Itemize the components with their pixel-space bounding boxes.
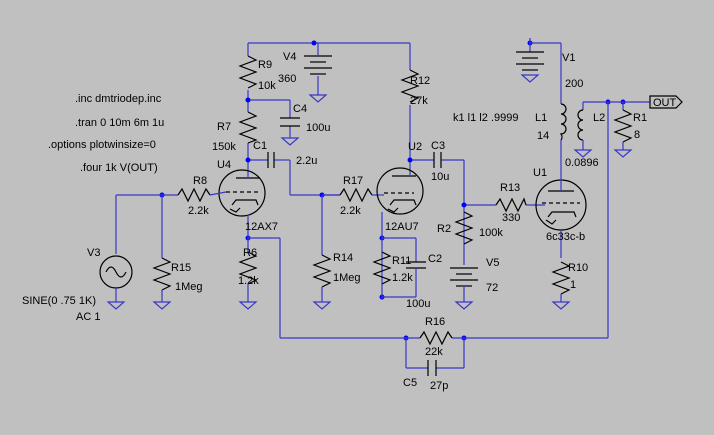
C5-capacitor[interactable]: C5 27p bbox=[403, 360, 448, 392]
C4-ref: C4 bbox=[293, 103, 307, 115]
R2-ref: R2 bbox=[437, 223, 451, 235]
R15-resistor[interactable]: R15 1Meg bbox=[152, 195, 203, 310]
R6-value: 1.2k bbox=[238, 275, 259, 287]
directive-four[interactable]: .four 1k V(OUT) bbox=[80, 162, 158, 174]
R8-value: 2.2k bbox=[188, 205, 209, 217]
R14-ref: R14 bbox=[333, 252, 353, 264]
V4-value: 360 bbox=[278, 73, 296, 85]
L2-ref: L2 bbox=[593, 112, 605, 124]
C5-value: 27p bbox=[430, 380, 448, 392]
V1-ref: V1 bbox=[562, 52, 575, 64]
R10-resistor[interactable]: R10 1 bbox=[551, 261, 588, 310]
C1-capacitor[interactable]: C1 2.2u bbox=[253, 140, 317, 168]
R10-value: 1 bbox=[570, 279, 576, 291]
R12-ref: R12 bbox=[410, 75, 430, 87]
R12-value: 27k bbox=[410, 95, 428, 107]
out-label: OUT bbox=[653, 97, 677, 109]
U4-ref: U4 bbox=[217, 159, 231, 171]
R6-resistor[interactable]: R6 1.2k bbox=[238, 247, 259, 310]
U2-triode[interactable]: U2 12AU7 bbox=[376, 141, 424, 300]
R13-ref: R13 bbox=[500, 182, 520, 194]
R1-resistor[interactable]: R1 8 bbox=[613, 102, 647, 158]
R15-value: 1Meg bbox=[175, 281, 203, 293]
C2-capacitor[interactable]: C2 100u bbox=[382, 253, 442, 310]
R9-value: 10k bbox=[258, 80, 276, 92]
L2-inductor[interactable]: L2 0.0896 bbox=[565, 101, 650, 338]
C1-value: 2.2u bbox=[296, 155, 317, 167]
feedback-wires bbox=[248, 237, 608, 369]
R7-resistor[interactable]: R7 150k bbox=[212, 111, 258, 153]
V5-battery[interactable]: V5 72 bbox=[450, 257, 499, 310]
R8-resistor[interactable]: R8 2.2k bbox=[116, 175, 227, 217]
R2-value: 100k bbox=[479, 227, 503, 239]
U1-type: 6c33c-b bbox=[546, 231, 585, 243]
R14-value: 1Meg bbox=[333, 272, 361, 284]
coupling-directive[interactable]: k1 l1 l2 .9999 bbox=[453, 112, 518, 124]
R16-value: 22k bbox=[425, 346, 443, 358]
R9-resistor[interactable]: R9 10k bbox=[238, 55, 276, 92]
net-label-out[interactable]: OUT bbox=[649, 95, 683, 109]
U2-type: 12AU7 bbox=[385, 221, 419, 233]
V3-ref: V3 bbox=[87, 247, 100, 259]
R14-resistor[interactable]: R14 1Meg bbox=[312, 195, 361, 310]
C1-ref: C1 bbox=[253, 140, 267, 152]
C4-capacitor[interactable]: C4 100u bbox=[280, 103, 330, 146]
directive-inc[interactable]: .inc dmtriodep.inc bbox=[75, 93, 162, 105]
spice-directives: .inc dmtriodep.inc .tran 0 10m 6m 1u .op… bbox=[48, 93, 164, 174]
C5-ref: C5 bbox=[403, 377, 417, 389]
R10-ref: R10 bbox=[568, 262, 588, 274]
R11-value: 1.2k bbox=[392, 272, 413, 284]
R1-ref: R1 bbox=[633, 112, 647, 124]
R17-value: 2.2k bbox=[340, 205, 361, 217]
directive-tran[interactable]: .tran 0 10m 6m 1u bbox=[75, 117, 164, 129]
V5-ref: V5 bbox=[486, 257, 499, 269]
L2-value: 0.0896 bbox=[565, 157, 599, 169]
R8-ref: R8 bbox=[193, 175, 207, 187]
R7-value: 150k bbox=[212, 141, 236, 153]
R6-ref: R6 bbox=[243, 247, 257, 259]
R7-ref: R7 bbox=[217, 121, 231, 133]
V3-sine-source[interactable]: V3 SINE(0 .75 1K) AC 1 bbox=[22, 195, 133, 323]
R11-resistor[interactable]: R11 1.2k bbox=[372, 251, 413, 285]
R17-resistor[interactable]: R17 2.2k bbox=[322, 175, 384, 217]
C4-value: 100u bbox=[306, 122, 330, 134]
L1-inductor[interactable]: L1 14 bbox=[535, 103, 567, 142]
V1-battery[interactable]: V1 200 bbox=[516, 38, 583, 104]
V4-ref: V4 bbox=[283, 51, 296, 63]
U1-triode[interactable]: U1 6c33c-b bbox=[533, 140, 587, 258]
U1-ref: U1 bbox=[533, 167, 547, 179]
U4-type: 12AX7 bbox=[245, 221, 278, 233]
V1-value: 200 bbox=[565, 78, 583, 90]
R16-ref: R16 bbox=[425, 316, 445, 328]
L1-ref: L1 bbox=[535, 112, 547, 124]
C2-value: 100u bbox=[406, 298, 430, 310]
R11-ref: R11 bbox=[392, 255, 411, 267]
R2-resistor[interactable]: R2 100k bbox=[437, 211, 503, 245]
R15-ref: R15 bbox=[171, 262, 191, 274]
R12-resistor[interactable]: R12 27k bbox=[400, 69, 430, 107]
R13-value: 330 bbox=[502, 212, 520, 224]
L1-value: 14 bbox=[537, 130, 549, 142]
R13-resistor[interactable]: R13 330 bbox=[495, 182, 527, 224]
R17-ref: R17 bbox=[343, 175, 363, 187]
directive-options[interactable]: .options plotwinsize=0 bbox=[48, 139, 156, 151]
C2-ref: C2 bbox=[428, 253, 442, 265]
V3-ac: AC 1 bbox=[76, 311, 100, 323]
C3-capacitor[interactable]: C3 10u bbox=[431, 140, 449, 183]
U2-ref: U2 bbox=[408, 141, 422, 153]
R16-resistor[interactable]: R16 22k bbox=[419, 316, 453, 358]
C3-ref: C3 bbox=[431, 140, 445, 152]
V4-battery[interactable]: V4 360 bbox=[278, 51, 332, 103]
V5-value: 72 bbox=[486, 282, 498, 294]
R9-ref: R9 bbox=[258, 59, 272, 71]
C3-value: 10u bbox=[431, 171, 449, 183]
V3-value: SINE(0 .75 1K) bbox=[22, 295, 96, 307]
R1-value: 8 bbox=[634, 129, 640, 141]
